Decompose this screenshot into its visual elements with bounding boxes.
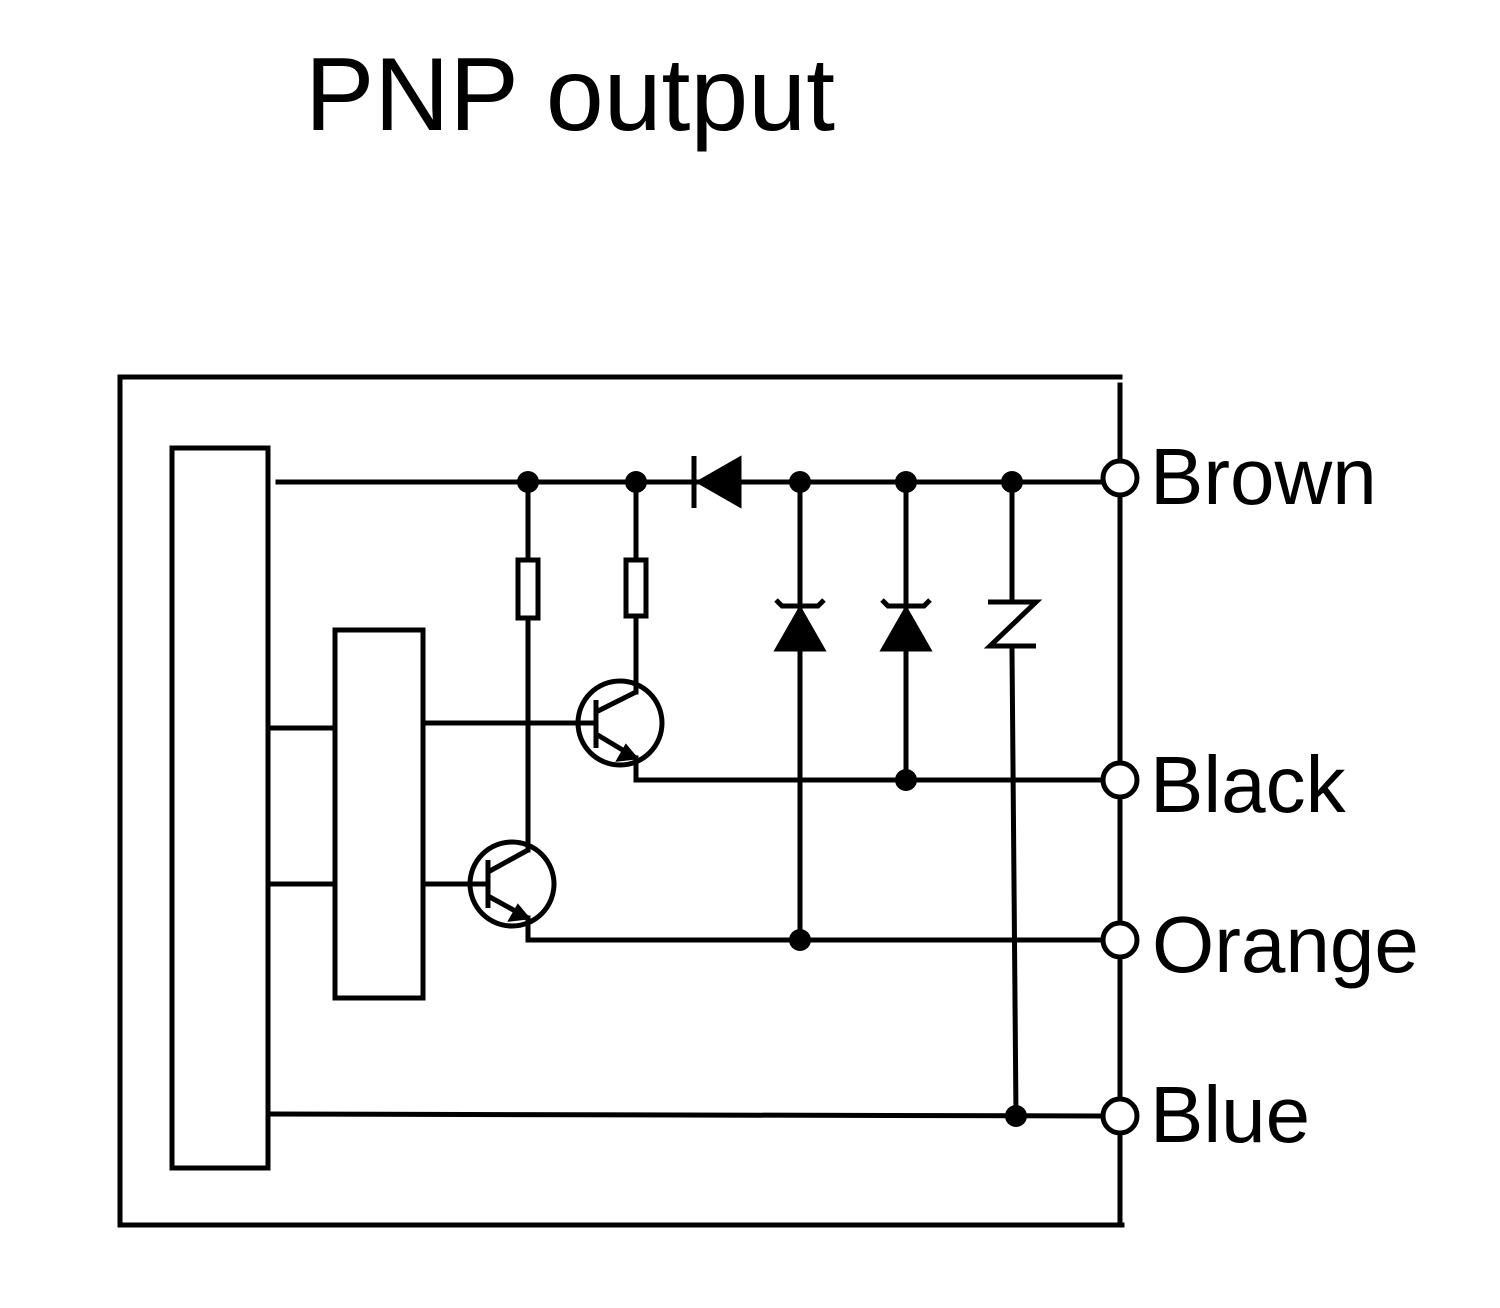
resistor-branch-1 xyxy=(515,479,541,853)
transistor-orange-output xyxy=(422,839,1103,943)
terminal-orange xyxy=(1100,920,1140,960)
resistor-branch-2 xyxy=(623,479,649,695)
blue-rail xyxy=(267,1111,1103,1119)
block-connections xyxy=(267,725,338,887)
terminal-brown xyxy=(1100,458,1140,498)
junction-dots xyxy=(517,471,1027,1127)
output-driver-block xyxy=(332,627,426,1001)
sensor-housing xyxy=(117,374,1125,1228)
transistor-black-output xyxy=(422,678,1103,783)
terminal-black xyxy=(1100,760,1140,800)
main-circuit-block xyxy=(169,445,271,1171)
terminal-label-blue: Blue xyxy=(1150,1070,1310,1159)
zener-diode-1 xyxy=(773,479,827,943)
terminal-label-orange: Orange xyxy=(1152,900,1419,989)
surge-absorber xyxy=(983,479,1043,1119)
terminal-label-black: Black xyxy=(1150,740,1347,829)
zener-diode-2 xyxy=(879,479,933,783)
diode-symbol xyxy=(687,455,743,509)
diagram-title: PNP output xyxy=(305,37,835,153)
terminal-blue xyxy=(1100,1096,1140,1136)
terminal-label-brown: Brown xyxy=(1150,432,1377,521)
